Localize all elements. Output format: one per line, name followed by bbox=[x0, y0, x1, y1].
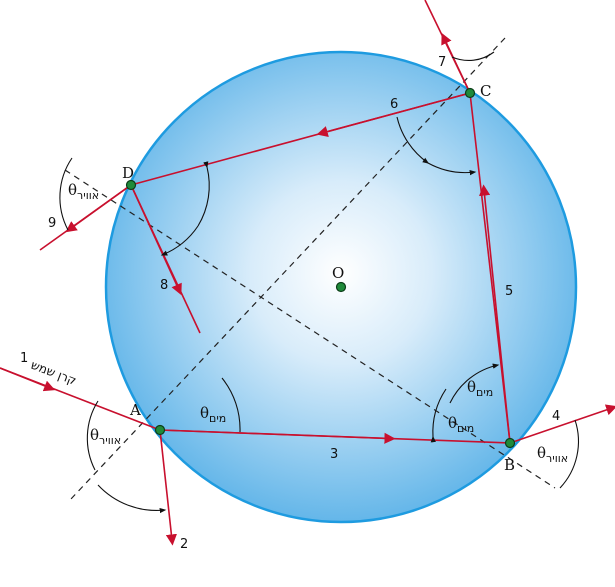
angle-arc-C-inner2 bbox=[427, 162, 477, 176]
ray-9-arrow bbox=[65, 184, 132, 233]
theta-symbol: θ bbox=[68, 181, 77, 199]
ray-number-3: 3 bbox=[330, 447, 338, 462]
ray-number-9: 9 bbox=[48, 216, 56, 231]
theta-water-B-lower: θמים bbox=[448, 414, 474, 435]
label-D: D bbox=[122, 164, 134, 182]
angle-arc-B-water2 bbox=[430, 388, 447, 443]
theta-symbol: θ bbox=[537, 444, 546, 462]
theta-air-A: θאוויר bbox=[90, 426, 121, 447]
theta-symbol: θ bbox=[90, 426, 99, 444]
ray-number-6: 6 bbox=[390, 97, 398, 112]
angle-arc-D-inner2 bbox=[160, 225, 199, 256]
ray-2-reflected bbox=[159, 429, 177, 546]
label-C: C bbox=[480, 82, 491, 100]
ray-number-7: 7 bbox=[438, 55, 446, 70]
ray-number-1: 1 bbox=[20, 351, 28, 366]
angle-arc-A-reflect bbox=[97, 484, 167, 514]
theta-subscript: אוויר bbox=[77, 189, 99, 202]
ray-4-exit bbox=[509, 404, 615, 444]
theta-symbol: θ bbox=[467, 378, 476, 396]
theta-subscript: אוויר bbox=[99, 434, 121, 447]
theta-symbol: θ bbox=[448, 414, 457, 432]
ray-1-arrow bbox=[0, 367, 56, 392]
ray-number-2: 2 bbox=[180, 537, 188, 552]
ray-7-arrow bbox=[441, 32, 471, 94]
label-O: O bbox=[332, 264, 344, 282]
theta-air-B: θאוויר bbox=[537, 444, 568, 465]
theta-subscript: מים bbox=[209, 412, 226, 425]
ray-number-5: 5 bbox=[505, 284, 513, 299]
ray-number-4: 4 bbox=[552, 409, 560, 424]
theta-symbol: θ bbox=[200, 404, 209, 422]
theta-air-D: θאוויר bbox=[68, 181, 99, 202]
ray-8-arrow bbox=[130, 184, 182, 296]
angle-arc-B-water1 bbox=[449, 363, 500, 404]
theta-water-B-upper: θמים bbox=[467, 378, 493, 399]
angle-arc-C-outer bbox=[451, 51, 495, 61]
ray-3-arrow bbox=[159, 429, 396, 444]
point-O bbox=[335, 281, 347, 293]
point-C bbox=[464, 87, 476, 99]
theta-water-A: θמים bbox=[200, 404, 226, 425]
angle-arc-C-inner1 bbox=[396, 116, 430, 164]
ray-number-8: 8 bbox=[160, 278, 168, 293]
angle-arc-B-air bbox=[559, 419, 579, 489]
point-B bbox=[504, 437, 516, 449]
ray-6-arrow bbox=[316, 92, 471, 137]
theta-subscript: מים bbox=[457, 422, 474, 435]
theta-subscript: מים bbox=[476, 386, 493, 399]
label-B: B bbox=[504, 456, 515, 474]
theta-subscript: אוויר bbox=[546, 452, 568, 465]
angle-arc-D-air bbox=[59, 157, 73, 231]
angle-arc-A-air bbox=[86, 400, 99, 471]
point-D bbox=[125, 179, 137, 191]
normal-line-D-B bbox=[64, 169, 556, 489]
label-A: A bbox=[129, 401, 141, 419]
angle-arc-D-inner1 bbox=[197, 161, 210, 227]
ray-5-arrow bbox=[479, 184, 511, 444]
angle-arc-A-water bbox=[221, 377, 241, 433]
point-A bbox=[154, 424, 166, 436]
